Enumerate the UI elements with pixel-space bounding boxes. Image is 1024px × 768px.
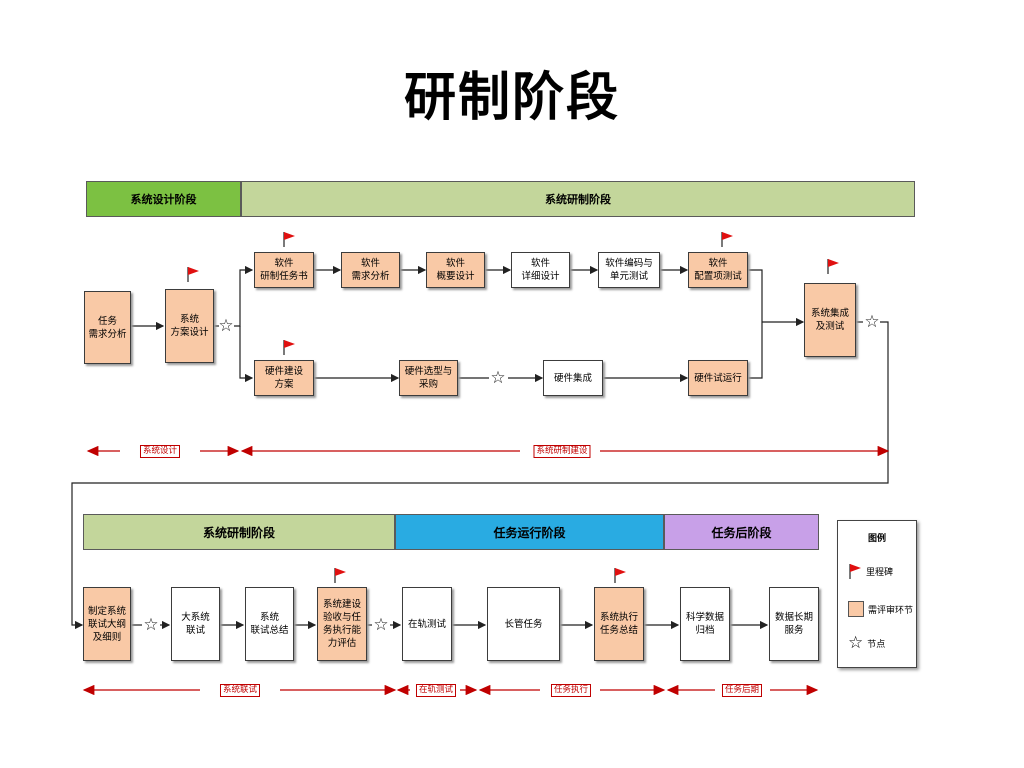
milestone-flag-icon — [334, 568, 346, 583]
legend-row-node: ☆ 节点 — [848, 635, 885, 652]
milestone-flag-icon — [187, 267, 199, 282]
node-system-integration: 系统集成 及测试 — [804, 283, 856, 357]
legend-milestone-label: 里程碑 — [866, 567, 894, 578]
phase-bar-design: 系统设计阶段 — [86, 181, 241, 217]
phase-bar-development: 系统研制阶段 — [241, 181, 915, 217]
node-task-requirements: 任务 需求分析 — [84, 291, 131, 364]
node-software-config-test: 软件 配置项测试 — [688, 252, 748, 288]
legend-review-label: 需评审环节 — [868, 605, 914, 616]
node-software-task-book: 软件 研制任务书 — [254, 252, 314, 288]
node-hardware-selection: 硬件选型与 采购 — [399, 360, 458, 396]
span-label-design: 系统设计 — [139, 445, 181, 458]
node-make-test-plan: 制定系统 联试大纲 及细则 — [83, 587, 131, 661]
node-onsite-test: 在轨测试 — [402, 587, 452, 661]
node-star-icon: ☆ — [490, 368, 506, 388]
node-hardware-plan: 硬件建设 方案 — [254, 360, 314, 396]
legend-box: 图例 里程碑 需评审环节 ☆ 节点 — [837, 520, 917, 668]
phase-bar-development-2: 系统研制阶段 — [83, 514, 395, 550]
milestone-flag-icon — [849, 564, 861, 579]
node-data-archive: 科学数据 归档 — [680, 587, 730, 661]
page-title: 研制阶段 — [403, 68, 620, 128]
span-label-onsite-test: 在轨测试 — [415, 684, 457, 697]
node-star-icon: ☆ — [218, 316, 234, 336]
node-execution-summary: 系统执行 任务总结 — [594, 587, 644, 661]
milestone-flag-icon — [283, 232, 295, 247]
node-star-icon: ☆ — [373, 615, 389, 635]
node-star-icon: ☆ — [848, 633, 864, 653]
node-star-icon: ☆ — [864, 312, 880, 332]
node-long-task: 长管任务 — [487, 587, 560, 661]
legend-row-milestone: 里程碑 — [848, 563, 893, 579]
node-long-term-service: 数据长期 服务 — [769, 587, 819, 661]
node-software-requirements: 软件 需求分析 — [341, 252, 400, 288]
phase-bar-operation: 任务运行阶段 — [395, 514, 664, 550]
milestone-flag-icon — [283, 340, 295, 355]
milestone-flag-icon — [721, 232, 733, 247]
review-swatch-icon — [848, 601, 864, 617]
node-system-design: 系统 方案设计 — [165, 289, 214, 363]
legend-title: 图例 — [867, 534, 886, 544]
milestone-flag-icon — [614, 568, 626, 583]
node-hardware-integration: 硬件集成 — [543, 360, 603, 396]
span-label-post-mission: 任务后期 — [721, 684, 763, 697]
node-software-outline-design: 软件 概要设计 — [426, 252, 485, 288]
node-acceptance-evaluation: 系统建设 验收与任 务执行能 力评估 — [317, 587, 367, 661]
node-star-icon: ☆ — [143, 615, 159, 635]
milestone-flag-icon — [827, 259, 839, 274]
node-software-coding: 软件编码与 单元测试 — [598, 252, 660, 288]
node-system-test-summary: 系统 联试总结 — [245, 587, 294, 661]
span-label-system-test: 系统联试 — [219, 684, 261, 697]
span-label-development: 系统研制建设 — [533, 445, 591, 458]
node-software-detail-design: 软件 详细设计 — [511, 252, 570, 288]
legend-node-label: 节点 — [867, 640, 886, 650]
phase-bar-post-mission: 任务后阶段 — [664, 514, 819, 550]
legend-row-review: 需评审环节 — [848, 601, 913, 617]
node-big-system-test: 大系统 联试 — [171, 587, 220, 661]
span-label-task-execution: 任务执行 — [550, 684, 592, 697]
node-hardware-trial: 硬件试运行 — [688, 360, 748, 396]
